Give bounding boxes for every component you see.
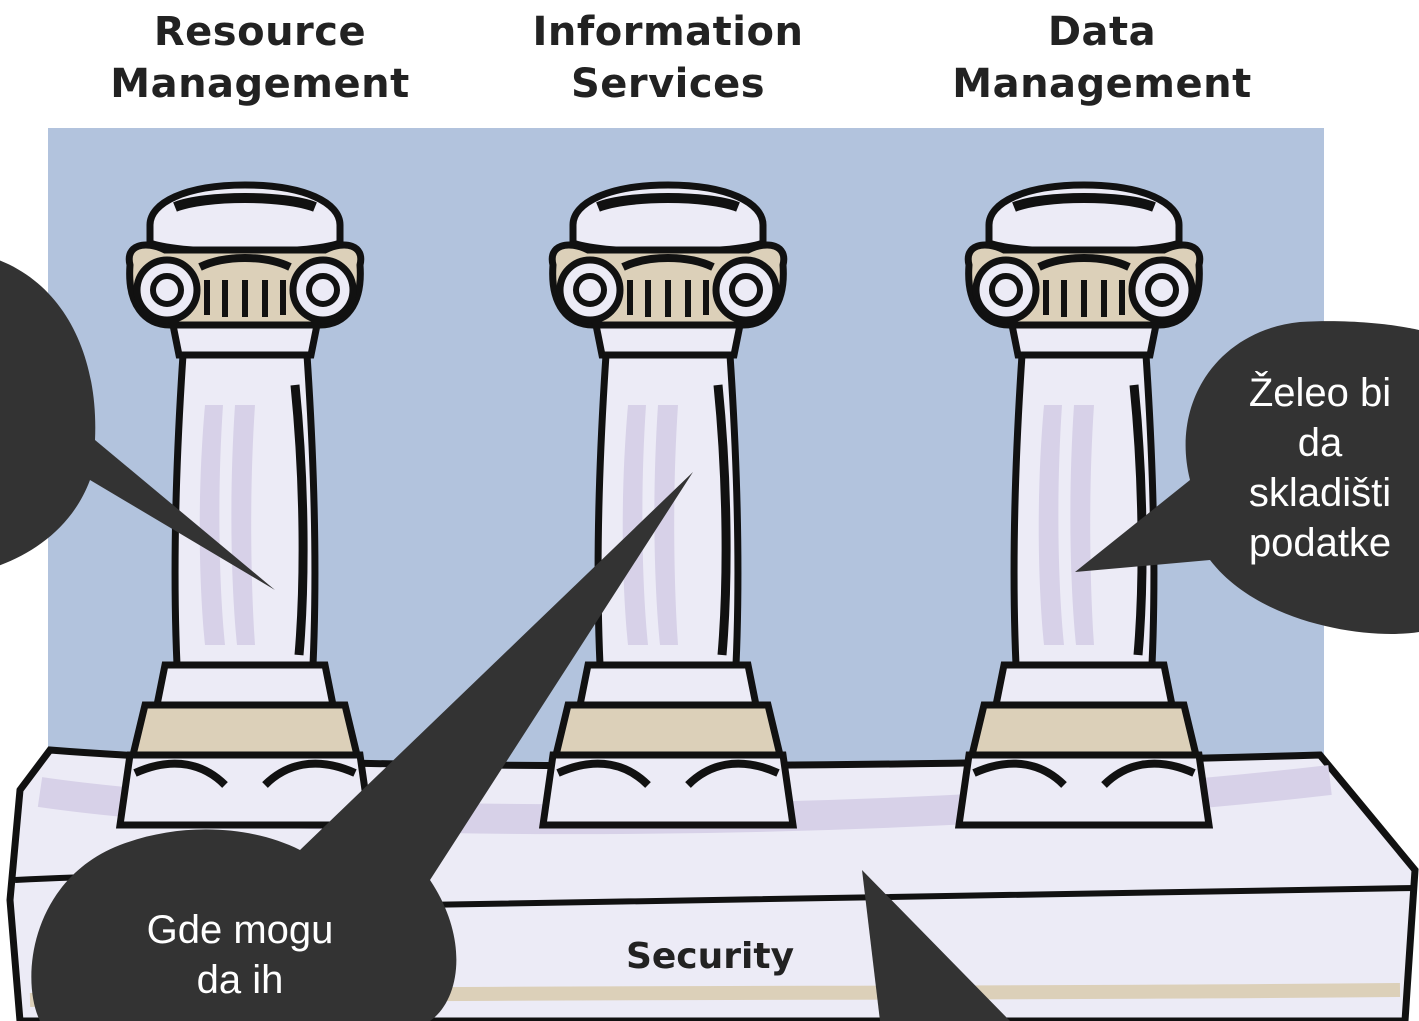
header-line: Management [110, 61, 410, 107]
header-line: Services [570, 61, 766, 107]
bubble-line: Gde mogu [146, 908, 334, 952]
header-line: Management [952, 61, 1252, 107]
speech-bubble-security-tail [862, 870, 1010, 1021]
header-data-management: Data Management [922, 6, 1282, 110]
security-label: Security [625, 936, 795, 977]
header-line: Resource [153, 9, 367, 55]
speech-bubble-right [1075, 321, 1419, 634]
bubble-line: skladišti [1248, 471, 1392, 515]
bubble-line: da ih [196, 958, 284, 1002]
header-resource-management: Resource Management [80, 6, 440, 110]
bubble-bottom-text: Gde mogu da ih [90, 905, 390, 1005]
speech-bubble-bottom [31, 472, 694, 1021]
bubble-right-text: Želeo bi da skladišti podatke [1175, 368, 1419, 568]
bubble-line: podatke [1248, 521, 1392, 565]
speech-bubble-left [0, 260, 275, 590]
header-information-services: Information Services [488, 6, 848, 110]
header-line: Information [532, 9, 804, 55]
header-line: Data [1047, 9, 1157, 55]
bubble-line: da [1297, 421, 1343, 465]
bubble-line: Želeo bi [1248, 371, 1392, 415]
